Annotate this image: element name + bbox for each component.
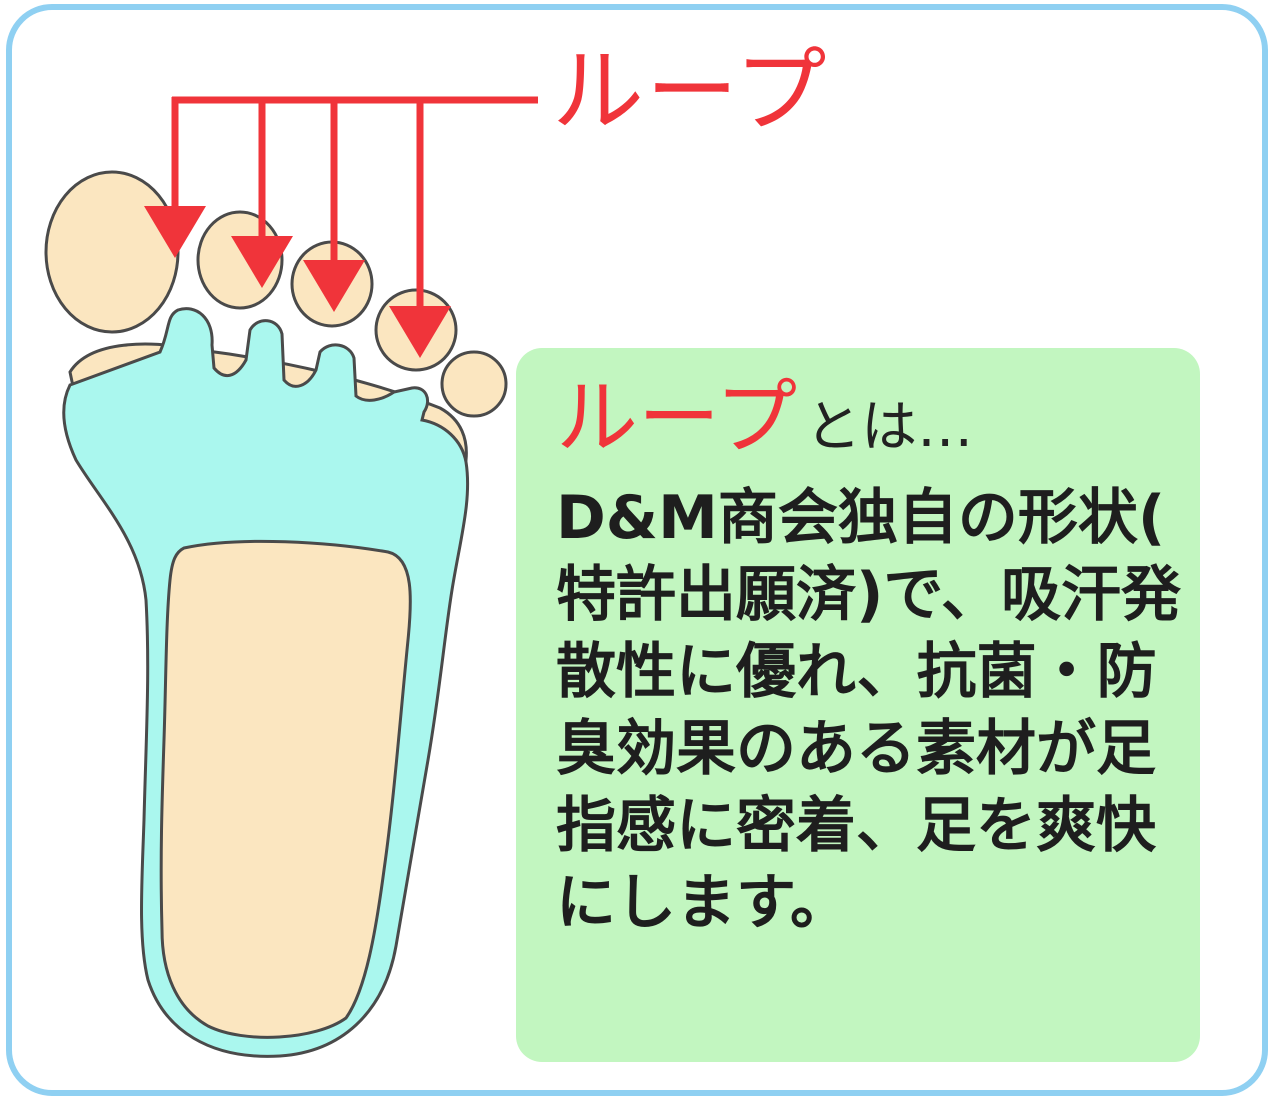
info-heading-rest: とは… — [805, 395, 974, 460]
big-toe — [44, 170, 180, 334]
arrowhead-big-toe — [144, 206, 206, 258]
info-box: ループとは… D&M商会独自の形状(特許出願済)で、吸汗発散性に優れ、抗菌・防臭… — [516, 348, 1200, 1062]
arrowhead-third-toe — [303, 260, 365, 312]
info-description: D&M商会独自の形状(特許出願済)で、吸汗発散性に優れ、抗菌・防臭効果のある素材… — [556, 483, 1182, 938]
info-heading: ループとは… — [556, 378, 1180, 460]
inner-footbed — [159, 539, 412, 1039]
little-toe — [440, 350, 508, 418]
arrowhead-fourth-toe — [389, 306, 451, 358]
loop-pointer-arrows — [171, 96, 538, 318]
info-heading-accent: ループ — [556, 371, 798, 466]
loop-label: ループ — [552, 38, 829, 145]
arrowhead-second-toe — [231, 236, 293, 288]
